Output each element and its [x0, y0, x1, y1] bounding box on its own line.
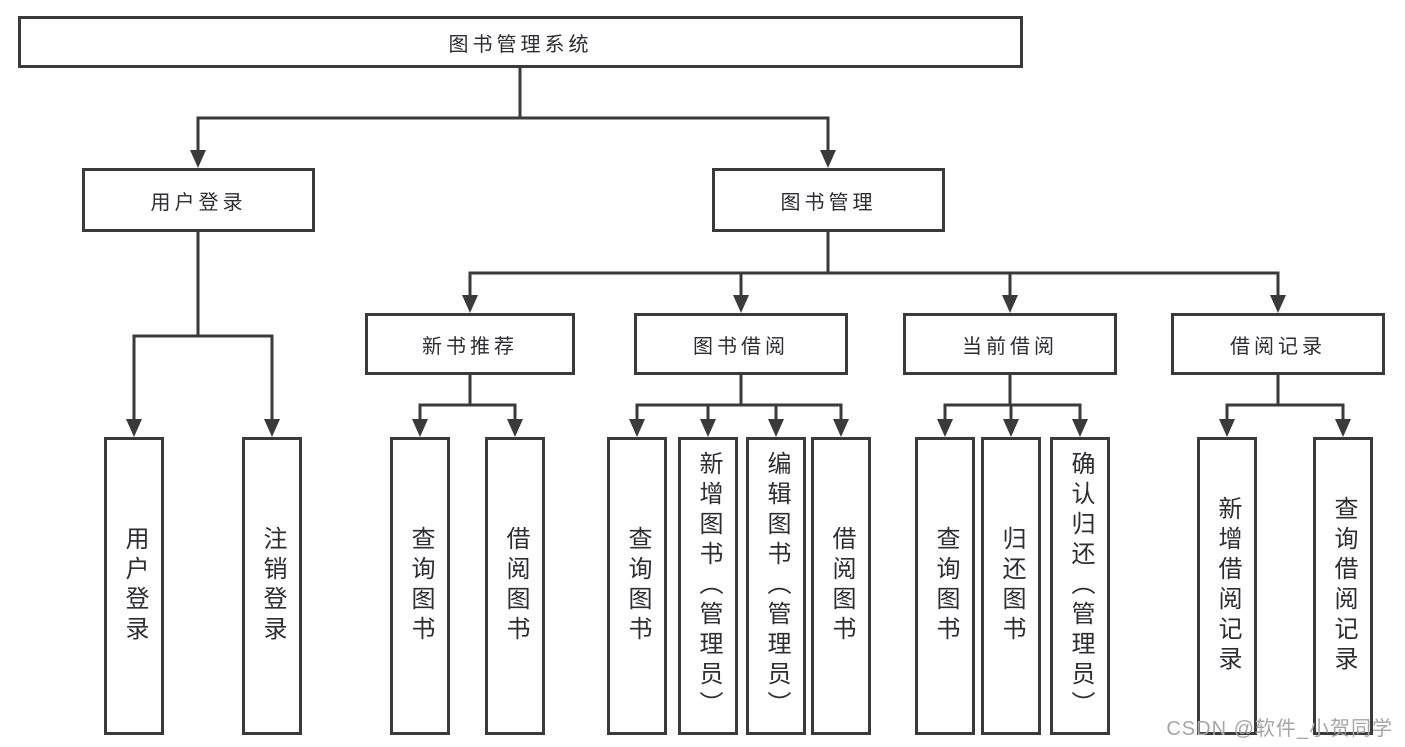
leaf-query-books-newbook: 查询图书 [390, 437, 450, 735]
leaf-edit-books-admin-label: 编辑图书（管理员） [763, 451, 790, 721]
leaf-borrow-books-newbook-label: 借阅图书 [502, 526, 529, 646]
leaf-edit-books-admin: 编辑图书（管理员） [746, 437, 806, 735]
leaf-add-borrow-record-label: 新增借阅记录 [1214, 496, 1241, 676]
node-book-borrowing: 图书借阅 [634, 313, 848, 375]
node-current-borrowing: 当前借阅 [903, 313, 1117, 375]
leaf-query-books-borrowing-label: 查询图书 [624, 526, 651, 646]
leaf-add-borrow-record: 新增借阅记录 [1197, 437, 1257, 735]
leaf-confirm-return-admin: 确认归还（管理员） [1050, 437, 1110, 735]
leaf-return-books-label: 归还图书 [998, 526, 1025, 646]
leaf-query-books-current: 查询图书 [915, 437, 975, 735]
node-library-management-system: 图书管理系统 [18, 16, 1023, 68]
leaf-borrow-books-borrowing: 借阅图书 [811, 437, 871, 735]
leaf-logout-login: 注销登录 [242, 437, 302, 735]
leaf-add-books-admin: 新增图书（管理员） [678, 437, 738, 735]
leaf-return-books: 归还图书 [981, 437, 1041, 735]
leaf-borrow-books-borrowing-label: 借阅图书 [828, 526, 855, 646]
node-new-book-recommendation: 新书推荐 [365, 313, 575, 375]
leaf-logout-login-label: 注销登录 [259, 526, 286, 646]
leaf-query-borrow-record-label: 查询借阅记录 [1330, 496, 1357, 676]
node-user-login-branch: 用户登录 [82, 168, 315, 232]
node-book-management-branch: 图书管理 [712, 168, 945, 232]
leaf-query-books-newbook-label: 查询图书 [407, 526, 434, 646]
node-borrowing-records: 借阅记录 [1171, 313, 1385, 375]
leaf-query-borrow-record: 查询借阅记录 [1313, 437, 1373, 735]
csdn-watermark: CSDN @软件_小贺同学 [1166, 718, 1393, 740]
leaf-user-login-label: 用户登录 [121, 526, 148, 646]
leaf-add-books-admin-label: 新增图书（管理员） [695, 451, 722, 721]
leaf-confirm-return-admin-label: 确认归还（管理员） [1067, 451, 1094, 721]
leaf-query-books-borrowing: 查询图书 [607, 437, 667, 735]
leaf-borrow-books-newbook: 借阅图书 [485, 437, 545, 735]
leaf-query-books-current-label: 查询图书 [932, 526, 959, 646]
leaf-user-login: 用户登录 [104, 437, 164, 735]
